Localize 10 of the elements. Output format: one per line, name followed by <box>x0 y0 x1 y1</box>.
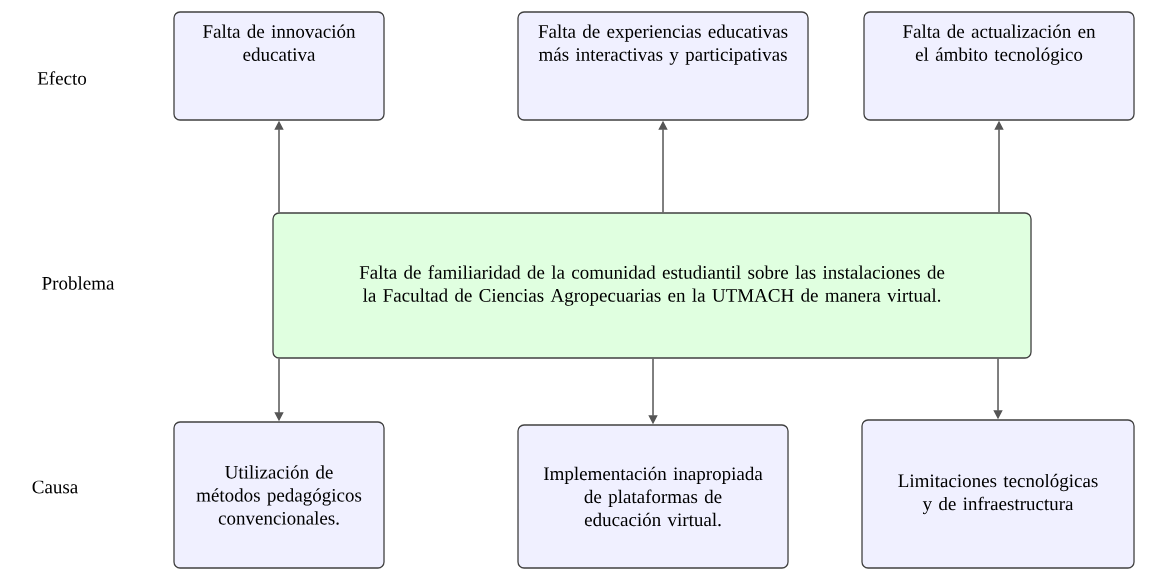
row-label: Efecto <box>37 71 87 85</box>
problem-box: Falta de familiaridad de la comunidad estudiantil sobre las instalaciones de la Facultad de Ciencias Agropecuarias en la UTMACH de manera virtual. <box>272 212 1032 359</box>
cause-box: Utilización de métodos pedagógicos convencionales. <box>173 421 385 569</box>
cause-box: Implementación inapropiada de plataformas de educación virtual. <box>517 424 789 569</box>
row-label: Causa <box>32 480 78 494</box>
effect-box: Falta de actualización en el ámbito tecnológico <box>863 11 1135 121</box>
effect-box: Falta de experiencias educativas más interactivas y participativas <box>517 11 809 121</box>
effect-box: Falta de innovación educativa <box>173 11 385 121</box>
cause-box: Limitaciones tecnológicas y de infraestructura <box>861 419 1135 569</box>
row-label: Problema <box>42 276 115 290</box>
